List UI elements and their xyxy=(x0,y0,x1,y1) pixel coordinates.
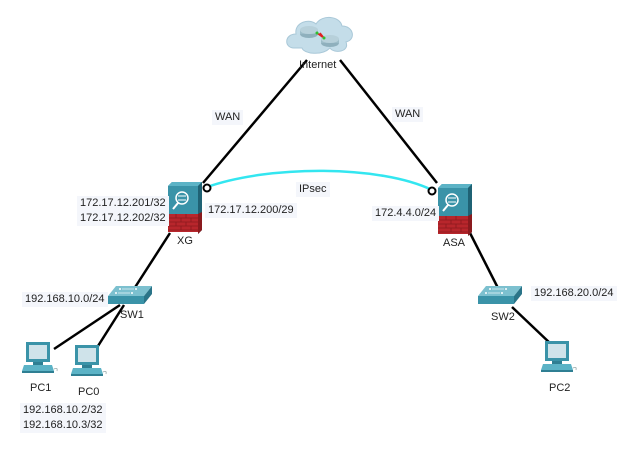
ipsec-label: IPsec xyxy=(296,182,330,197)
internet-label: Internet xyxy=(299,59,337,71)
asa-firewall[interactable] xyxy=(436,180,476,239)
pc-icon xyxy=(71,345,107,376)
asa-subnet-annotation: 172.4.4.0/24 xyxy=(372,206,440,221)
sw2-switch[interactable] xyxy=(476,284,524,311)
firewall-icon xyxy=(168,182,202,234)
tunnel-endpoint-xg xyxy=(202,183,212,193)
link-xg-sw1[interactable] xyxy=(130,232,172,293)
xg-firewall[interactable] xyxy=(166,178,206,237)
wan-label-right: WAN xyxy=(392,107,424,122)
pc1-label: PC1 xyxy=(30,382,52,394)
link-asa-internet[interactable] xyxy=(339,59,438,184)
sw1-switch[interactable] xyxy=(106,284,154,311)
firewall-icon xyxy=(438,184,472,236)
pc-host-2: 192.168.10.3/32 xyxy=(23,419,103,431)
link-sw1-pc0[interactable] xyxy=(96,304,126,347)
asa-label: ASA xyxy=(443,237,466,249)
pc-icon xyxy=(541,341,577,372)
lan1-annotation: 192.168.10.0/24 xyxy=(22,292,108,307)
xg-label: XG xyxy=(177,235,193,247)
pc-hosts-annotation: 192.168.10.2/32 192.168.10.3/32 xyxy=(20,403,106,433)
pc2-label: PC2 xyxy=(549,382,571,394)
internet-cloud[interactable] xyxy=(282,10,358,63)
xg-subnet-annotation: 172.17.12.200/29 xyxy=(205,203,297,218)
pc0-label: PC0 xyxy=(78,386,100,398)
xg-hosts-annotation: 172.17.12.201/32 172.17.12.202/32 xyxy=(77,196,169,226)
link-ipsec-tunnel[interactable] xyxy=(206,169,433,192)
xg-host-1: 172.17.12.201/32 xyxy=(80,197,166,209)
link-asa-sw2[interactable] xyxy=(468,232,502,293)
pc0[interactable] xyxy=(69,344,109,381)
pc-icon xyxy=(22,342,58,373)
tunnel-endpoint-asa xyxy=(427,186,437,196)
xg-host-2: 172.17.12.202/32 xyxy=(80,212,166,224)
link-sw2-pc2[interactable] xyxy=(511,306,553,346)
switch-icon xyxy=(478,286,522,304)
pc1[interactable] xyxy=(20,341,60,378)
link-sw1-pc1[interactable] xyxy=(53,303,121,351)
link-xg-internet[interactable] xyxy=(202,59,308,184)
cloud-icon xyxy=(286,17,353,54)
pc2[interactable] xyxy=(539,340,579,377)
lan2-annotation: 192.168.20.0/24 xyxy=(531,286,617,301)
pc-host-1: 192.168.10.2/32 xyxy=(23,404,103,416)
switch-icon xyxy=(108,286,152,304)
wan-label-left: WAN xyxy=(212,110,244,125)
sw2-label: SW2 xyxy=(491,311,515,323)
sw1-label: SW1 xyxy=(120,309,144,321)
